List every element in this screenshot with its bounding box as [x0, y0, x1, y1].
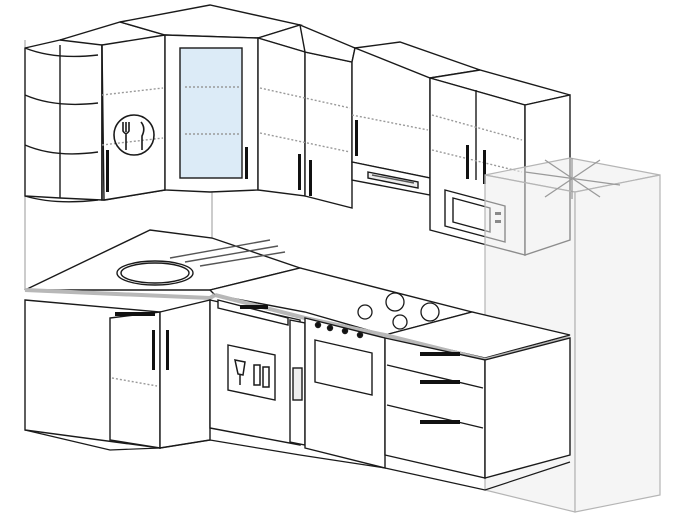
cabinet-handle	[309, 160, 312, 196]
upper-cabinet-pair-left	[255, 23, 356, 209]
cutlery-icon	[113, 114, 155, 156]
upper-cabinet-cutlery	[59, 21, 166, 201]
upper-corner-glass-cabinet	[119, 4, 303, 193]
drawer-handle	[420, 380, 460, 384]
dishwasher	[209, 299, 301, 446]
cabinet-handle	[245, 147, 248, 179]
lower-right-drawers	[384, 337, 571, 479]
drawer-handle	[240, 305, 268, 309]
drawer-handle	[420, 352, 460, 356]
cabinet-handle	[298, 154, 301, 190]
oven	[304, 317, 386, 469]
lower-corner-cabinet	[159, 299, 211, 449]
cabinet-handle	[106, 150, 109, 192]
dishwasher-symbol-icon	[234, 359, 270, 388]
cabinet-handle	[166, 330, 169, 370]
lower-left-cabinet	[24, 299, 161, 449]
sink-bowl-icon	[116, 239, 286, 286]
cabinet-handle	[355, 120, 358, 156]
drawer-handle	[420, 420, 460, 424]
cabinet-handle	[152, 330, 155, 370]
upper-cabinet-hood	[351, 41, 481, 196]
snowflake-icon	[524, 158, 621, 199]
upper-open-shelf	[24, 29, 103, 203]
plinth	[24, 429, 571, 491]
cabinet-handle	[483, 150, 486, 184]
water-cooler-slot	[289, 319, 306, 446]
cabinet-handle	[466, 145, 469, 179]
burner-icon	[357, 292, 440, 330]
drawer-handle	[115, 312, 155, 316]
